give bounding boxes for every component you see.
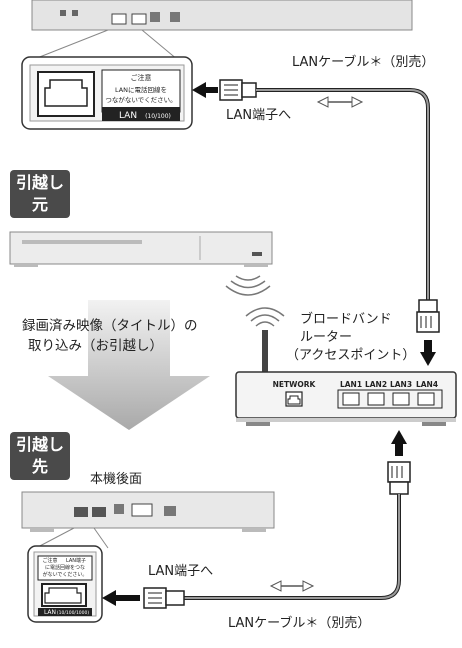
source-tag: 引越し 元 bbox=[10, 170, 70, 218]
lan-port-icon bbox=[37, 71, 95, 117]
transfer-arrow-icon bbox=[48, 300, 210, 430]
lan-plug-icon bbox=[387, 461, 411, 495]
router-port-lan1: LAN1 bbox=[340, 380, 362, 389]
wireless-signal-icon bbox=[245, 307, 285, 327]
destination-device-rear bbox=[21, 491, 275, 532]
bottom-lan-callout bbox=[27, 545, 103, 623]
lan-plug-icon bbox=[416, 299, 440, 333]
lan-plug-icon bbox=[143, 587, 185, 609]
cable-label-top: LANケーブル＊（別売） bbox=[292, 55, 435, 70]
destination-tag-line2: 先 bbox=[31, 457, 48, 476]
to-lan-label-bottom: LAN端子へ bbox=[148, 564, 214, 579]
router-port-lan4: LAN4 bbox=[416, 380, 438, 389]
top-lan-callout bbox=[21, 56, 193, 130]
router-port-lan2: LAN2 bbox=[365, 380, 387, 389]
destination-tag-line1: 引越し bbox=[15, 435, 64, 454]
slack-arrow-icon bbox=[269, 580, 315, 592]
caution-title: ご注意 bbox=[131, 73, 152, 82]
caution-text-line1: LANに電話回線を bbox=[115, 85, 167, 94]
slack-arrow-icon bbox=[316, 96, 364, 108]
transfer-text-line1: 録画済み映像（タイトル）の bbox=[22, 318, 198, 334]
port-spec: (10/100) bbox=[145, 113, 171, 120]
port-label: LAN bbox=[44, 609, 56, 616]
router-port-network: NETWORK bbox=[273, 380, 317, 389]
caution-text-line2: に電話回線をつな bbox=[45, 564, 85, 571]
router-port-lan3: LAN3 bbox=[390, 380, 412, 389]
insert-arrow-icon bbox=[420, 340, 436, 366]
broadband-router bbox=[235, 330, 457, 426]
caution-title: ご注意 bbox=[42, 557, 57, 564]
port-label: LAN bbox=[119, 111, 137, 121]
router-label-line2: ルーター bbox=[300, 330, 353, 345]
router-label-line3: （アクセスポイント） bbox=[286, 348, 416, 363]
source-device-rear bbox=[31, 0, 413, 31]
destination-tag: 引越し 先 bbox=[10, 432, 70, 480]
caution-text-line1: LAN端子 bbox=[66, 557, 86, 564]
wireless-signal-icon bbox=[225, 275, 271, 296]
source-tag-line2: 元 bbox=[31, 195, 48, 214]
port-spec: (10/100/1000) bbox=[57, 610, 90, 616]
source-recorder bbox=[9, 231, 273, 267]
cable-label-bottom: LANケーブル＊（別売） bbox=[228, 616, 371, 631]
insert-arrow-icon bbox=[391, 430, 407, 456]
rear-label: 本機後面 bbox=[90, 472, 143, 487]
lan-plug-icon bbox=[219, 79, 257, 101]
transfer-text-line2: 取り込み（お引越し） bbox=[28, 338, 163, 354]
to-lan-label-top: LAN端子へ bbox=[226, 108, 292, 123]
source-tag-line1: 引越し bbox=[15, 173, 64, 192]
insert-arrow-icon bbox=[192, 82, 206, 98]
insert-arrow-icon bbox=[102, 590, 116, 606]
caution-text-line3: がないでください。 bbox=[43, 571, 88, 578]
caution-text-line2: つながないでください。 bbox=[105, 95, 176, 104]
router-label-line1: ブロードバンド bbox=[300, 312, 392, 327]
